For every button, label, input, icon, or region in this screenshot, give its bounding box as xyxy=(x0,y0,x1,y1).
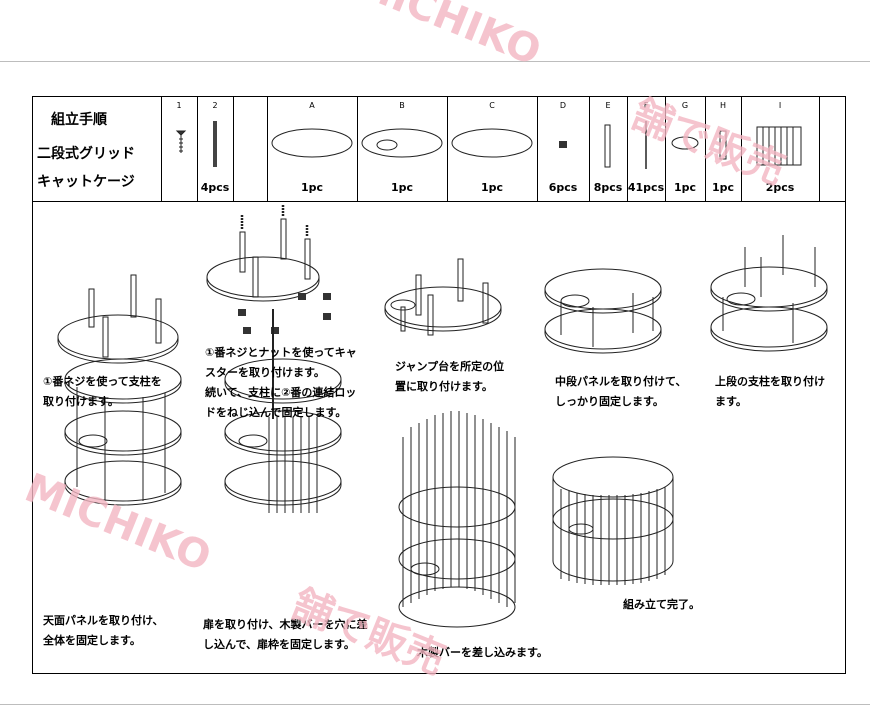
part-cell: F 41pcs xyxy=(627,97,666,201)
assembly-illustrations xyxy=(57,205,828,628)
part-quantity: 6pcs xyxy=(548,181,578,194)
step9-caption: 組み立て完了。 xyxy=(623,598,700,611)
part-cell xyxy=(233,97,268,201)
short-post-icon xyxy=(719,130,727,160)
part-cell: E 8pcs xyxy=(589,97,628,201)
parts-header: 組立手順 二段式グリッド キャットケージ 1 2 4pcs A 1pc B 1pc C 1pc D… xyxy=(33,97,845,202)
bottom-divider xyxy=(0,704,870,705)
bar-icon xyxy=(645,121,647,169)
part-letter: I xyxy=(778,101,782,110)
step2-illustration xyxy=(206,205,331,334)
step6-illustration xyxy=(64,358,182,506)
part-letter: 1 xyxy=(176,101,182,110)
title-block: 組立手順 二段式グリッド キャットケージ xyxy=(33,97,162,201)
watermark-brand-top: MICHIKO xyxy=(348,0,548,75)
part-quantity: 1pc xyxy=(300,181,324,194)
step7-caption: 扉を取り付け、木製バーを穴に差し込んで、扉枠を固定します。 xyxy=(203,618,368,651)
instruction-sheet: 組立手順 二段式グリッド キャットケージ 1 2 4pcs A 1pc B 1pc C 1pc D… xyxy=(32,96,846,674)
part-cell: C 1pc xyxy=(447,97,538,201)
part-quantity: 4pcs xyxy=(200,181,230,194)
title-line-2: 二段式グリッド xyxy=(37,146,135,162)
part-letter: B xyxy=(399,101,405,110)
part-letter: F xyxy=(643,101,649,110)
step1-caption: ①番ネジを使って支柱を取り付けます。 xyxy=(43,375,162,408)
part-cell: 2 4pcs xyxy=(197,97,234,201)
step8-caption: 木製バーを差し込みます。 xyxy=(417,646,548,659)
part-letter: H xyxy=(719,101,726,110)
part-letter: G xyxy=(681,101,689,110)
step5-illustration xyxy=(710,235,828,352)
oval-panel-icon xyxy=(271,128,353,158)
step1-illustration xyxy=(57,274,179,364)
part-cell: B 1pc xyxy=(357,97,448,201)
part-cell: 1 xyxy=(161,97,198,201)
part-quantity: 41pcs xyxy=(627,181,665,194)
part-quantity: 1pc xyxy=(480,181,504,194)
title-line-1: 組立手順 xyxy=(51,112,107,128)
step6-caption: 天面パネルを取り付け、全体を固定します。 xyxy=(43,614,164,647)
caster-icon xyxy=(559,141,567,148)
part-quantity: 1pc xyxy=(673,181,697,194)
part-cell: H 1pc xyxy=(705,97,742,201)
step9-illustration xyxy=(552,456,674,585)
part-cell: I 2pcs xyxy=(741,97,820,201)
step4-illustration xyxy=(544,268,662,354)
step5-caption: 上段の支柱を取り付けます。 xyxy=(715,375,825,408)
step3-illustration xyxy=(384,258,502,336)
post-icon xyxy=(604,124,611,168)
part-letter: D xyxy=(559,101,567,110)
oval-panel-icon xyxy=(451,128,533,158)
part-cell: A 1pc xyxy=(267,97,358,201)
step8-illustration xyxy=(398,411,516,628)
part-letter: E xyxy=(605,101,611,110)
part-cell: D 6pcs xyxy=(537,97,590,201)
door-grid-icon xyxy=(756,126,802,166)
connecting-rod-icon xyxy=(213,121,217,167)
flat-screw-icon xyxy=(175,130,187,153)
part-quantity: 1pc xyxy=(390,181,414,194)
step2-caption: ①番ネジとナットを使ってキャスターを取り付けます。 続いて、支柱に②番の連結ロッ… xyxy=(205,346,357,419)
part-cell: G 1pc xyxy=(665,97,706,201)
title-line-3: キャットケージ xyxy=(37,174,135,190)
jump-board-icon xyxy=(671,136,699,150)
oval-panel-with-hole-icon xyxy=(361,128,443,158)
part-quantity: 8pcs xyxy=(593,181,623,194)
part-quantity: 2pcs xyxy=(765,181,795,194)
part-quantity: 1pc xyxy=(711,181,735,194)
part-letter: 2 xyxy=(212,101,218,110)
top-divider xyxy=(0,61,870,62)
step4-caption: 中段パネルを取り付けて、しっかり固定します。 xyxy=(555,375,687,408)
step7-illustration xyxy=(224,309,342,513)
part-letter: A xyxy=(309,101,315,110)
part-letter: C xyxy=(489,101,495,110)
step3-caption: ジャンプ台を所定の位置に取り付けます。 xyxy=(395,360,505,393)
